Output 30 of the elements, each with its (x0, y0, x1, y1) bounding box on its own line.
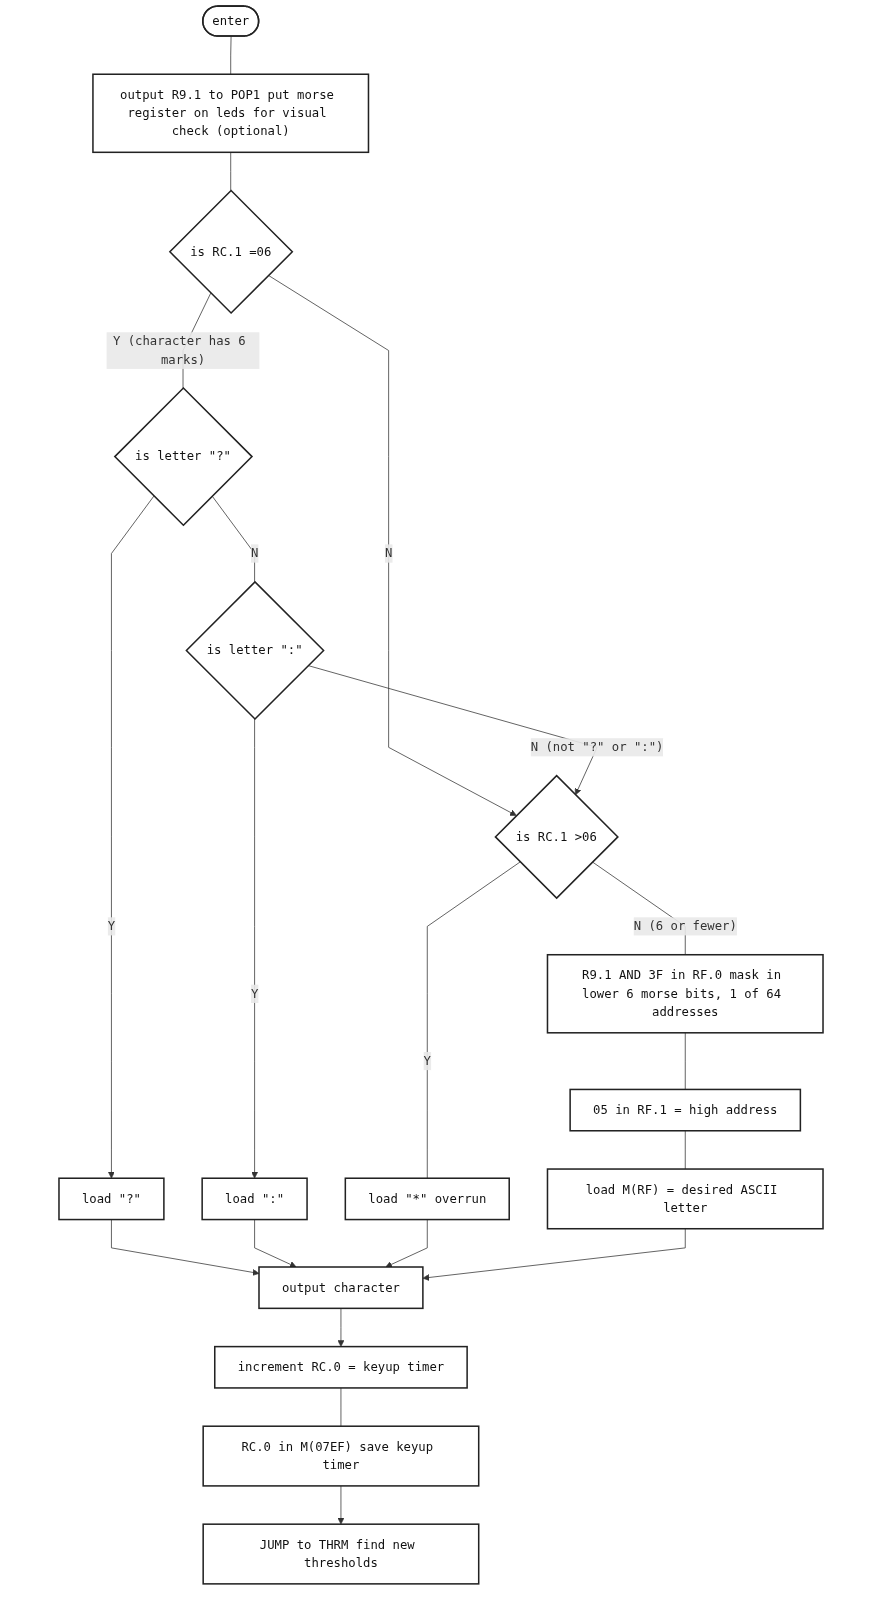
edge-label: Y (250, 986, 259, 1001)
connector (340, 1387, 342, 1427)
edge-label: N (not "?" or ":") (530, 739, 664, 755)
node-box: R9.1 AND 3F in RF.0 mask in lower 6 morse bits, 1 of 64 addresses (546, 953, 824, 1034)
connector (230, 35, 232, 75)
node-box: JUMP to THRM find new thresholds (202, 1523, 480, 1585)
node-box: output character (258, 1266, 424, 1310)
edge-label: N (6 or fewer) (633, 918, 737, 934)
node-box: load "?" (58, 1177, 165, 1221)
edge-label: N (250, 545, 259, 561)
node-box: 05 in RF.1 = high address (569, 1088, 802, 1132)
edge-label: Y (character has 6 marks) (112, 333, 246, 367)
connector (684, 1130, 686, 1170)
node-diamond: is RC.1 =06 (168, 189, 294, 315)
node-box: load ":" (201, 1177, 308, 1221)
connector (426, 861, 521, 1179)
node-diamond: is letter ":" (185, 580, 325, 721)
node-box: load M(RF) = desired ASCII letter (546, 1168, 824, 1230)
node-box: increment RC.0 = keyup timer (214, 1345, 468, 1389)
edge-label: Y (107, 918, 116, 934)
connector (684, 1032, 686, 1090)
node-diamond: is letter "?" (113, 386, 254, 527)
node-box: output R9.1 to POP1 put morse register on leds for visual check (optional) (92, 73, 370, 154)
edge-label: N (384, 545, 393, 561)
node-box: RC.0 in M(07EF) save keyup timer (202, 1425, 480, 1487)
node-box: load "*" overrun (344, 1177, 510, 1221)
node-diamond: is RC.1 >06 (494, 774, 619, 900)
edge-label: Y (423, 1053, 431, 1069)
connector (230, 151, 232, 191)
connector (211, 495, 255, 583)
